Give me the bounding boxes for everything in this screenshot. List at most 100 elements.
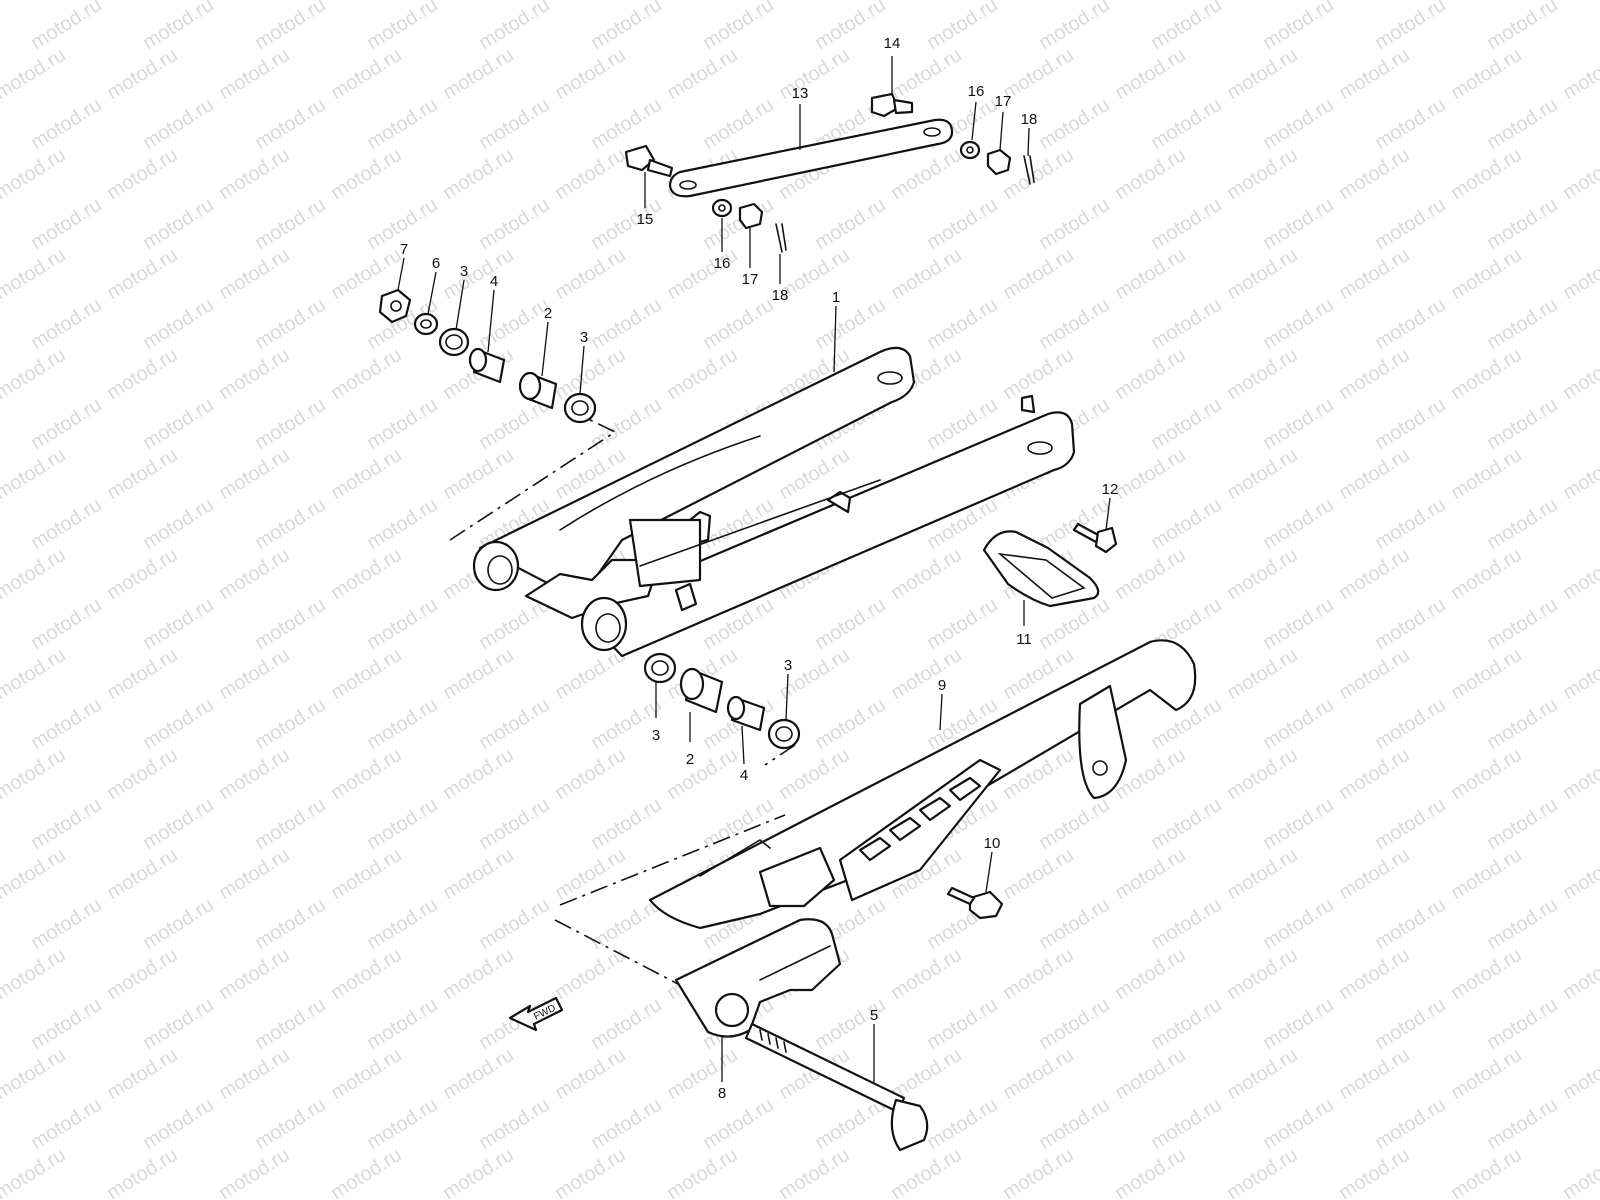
watermark-text: motod.ru xyxy=(1335,744,1414,804)
watermark-text: motod.ru xyxy=(251,994,330,1054)
watermark-text: motod.ru xyxy=(1223,544,1302,604)
watermark-text: motod.ru xyxy=(699,0,778,54)
watermark-text: motod.ru xyxy=(1111,244,1190,304)
oil-seal-3-lower-left xyxy=(643,652,677,684)
watermark-text: motod.ru xyxy=(0,1144,70,1200)
watermark-text: motod.ru xyxy=(1595,194,1600,254)
watermark-text: motod.ru xyxy=(363,494,442,554)
watermark-text: motod.ru xyxy=(887,544,966,604)
callout-18-upper-label: 18 xyxy=(1021,111,1038,128)
callout-5: 5 xyxy=(870,1007,878,1082)
oil-seal-3-upper-left xyxy=(438,327,470,357)
watermark-text: motod.ru xyxy=(587,994,666,1054)
watermark-text: motod.ru xyxy=(1447,44,1526,104)
watermark-text: motod.ru xyxy=(811,194,890,254)
callout-11-label: 11 xyxy=(1016,631,1032,648)
watermark-text: motod.ru xyxy=(663,744,742,804)
watermark-text: motod.ru xyxy=(1559,744,1600,804)
watermark-text: motod.ru xyxy=(439,0,518,4)
watermark-text: motod.ru xyxy=(251,1194,330,1200)
watermark-text: motod.ru xyxy=(1223,944,1302,1004)
watermark-text: motod.ru xyxy=(1483,794,1562,854)
watermark-text: motod.ru xyxy=(1447,544,1526,604)
watermark-text: motod.ru xyxy=(1559,944,1600,1004)
watermark-text: motod.ru xyxy=(887,1144,966,1200)
watermark-text: motod.ru xyxy=(775,0,854,4)
callout-3-upper-left-label: 3 xyxy=(460,263,468,280)
watermark-text: motod.ru xyxy=(1111,144,1190,204)
watermark-text: motod.ru xyxy=(0,844,70,904)
watermark-text: motod.ru xyxy=(1335,444,1414,504)
watermark-text: motod.ru xyxy=(1111,444,1190,504)
callout-6-label: 6 xyxy=(432,255,440,272)
watermark-text: motod.ru xyxy=(475,794,554,854)
watermark-text: motod.ru xyxy=(1259,0,1338,54)
watermark-text: motod.ru xyxy=(363,1194,442,1200)
watermark-text: motod.ru xyxy=(1371,294,1450,354)
callout-7-label: 7 xyxy=(400,241,408,258)
chain-guard-guide-line xyxy=(559,814,786,906)
watermark-text: motod.ru xyxy=(1371,1194,1450,1200)
watermark-text: motod.ru xyxy=(103,0,182,4)
watermark-text: motod.ru xyxy=(327,1044,406,1104)
watermark-text: motod.ru xyxy=(1483,1194,1562,1200)
watermark-text: motod.ru xyxy=(1595,294,1600,354)
watermark-text: motod.ru xyxy=(587,1194,666,1200)
washer-16-upper xyxy=(959,140,981,160)
watermark-text: motod.ru xyxy=(475,994,554,1054)
watermark-text: motod.ru xyxy=(1147,494,1226,554)
watermark-text: motod.ru xyxy=(1483,294,1562,354)
callout-12: 12 xyxy=(1102,481,1118,531)
watermark-text: motod.ru xyxy=(1595,394,1600,454)
watermark-text: motod.ru xyxy=(139,1094,218,1154)
watermark-text: motod.ru xyxy=(215,444,294,504)
watermark-text: motod.ru xyxy=(0,44,70,104)
callout-9: 9 xyxy=(938,677,946,731)
watermark-text: motod.ru xyxy=(551,344,630,404)
watermark-text: motod.ru xyxy=(1335,1144,1414,1200)
watermark-text: motod.ru xyxy=(1259,694,1338,754)
watermark-text: motod.ru xyxy=(887,944,966,1004)
watermark-text: motod.ru xyxy=(215,144,294,204)
watermark-text: motod.ru xyxy=(363,894,442,954)
callout-10: 10 xyxy=(984,835,1000,893)
watermark-text: motod.ru xyxy=(215,744,294,804)
watermark-text: motod.ru xyxy=(103,1144,182,1200)
watermark-text: motod.ru xyxy=(1559,544,1600,604)
watermark-text: motod.ru xyxy=(775,744,854,804)
callout-3-lower-right: 3 xyxy=(784,657,792,721)
watermark-text: motod.ru xyxy=(1371,994,1450,1054)
callout-4-upper: 4 xyxy=(487,273,498,353)
watermark-text: motod.ru xyxy=(103,844,182,904)
watermark-text: motod.ru xyxy=(587,694,666,754)
watermark-text: motod.ru xyxy=(363,994,442,1054)
watermark-text: motod.ru xyxy=(215,0,294,4)
callout-6: 6 xyxy=(427,255,440,315)
watermark-text: motod.ru xyxy=(663,1044,742,1104)
watermark-text: motod.ru xyxy=(1111,44,1190,104)
watermark-text: motod.ru xyxy=(1147,994,1226,1054)
watermark-text: motod.ru xyxy=(1335,44,1414,104)
watermark-text: motod.ru xyxy=(551,44,630,104)
watermark-text: motod.ru xyxy=(1371,1094,1450,1154)
nut-7 xyxy=(378,288,412,324)
watermark-text: motod.ru xyxy=(1259,994,1338,1054)
callout-3-lower-right-label: 3 xyxy=(784,657,792,674)
watermark-text: motod.ru xyxy=(1223,744,1302,804)
watermark-text: motod.ru xyxy=(1559,344,1600,404)
watermark-text: motod.ru xyxy=(1147,0,1226,54)
watermark-text: motod.ru xyxy=(923,994,1002,1054)
watermark-text: motod.ru xyxy=(1147,294,1226,354)
watermark-text: motod.ru xyxy=(1595,994,1600,1054)
watermark-text: motod.ru xyxy=(27,194,106,254)
watermark-text: motod.ru xyxy=(1223,0,1302,4)
watermark-text: motod.ru xyxy=(1371,194,1450,254)
watermark-text: motod.ru xyxy=(1147,1194,1226,1200)
watermark-text: motod.ru xyxy=(1035,94,1114,154)
nut-17-upper xyxy=(986,148,1012,176)
watermark-text: motod.ru xyxy=(1483,994,1562,1054)
watermark-text: motod.ru xyxy=(1371,794,1450,854)
watermark-text: motod.ru xyxy=(27,494,106,554)
watermark-text: motod.ru xyxy=(327,344,406,404)
